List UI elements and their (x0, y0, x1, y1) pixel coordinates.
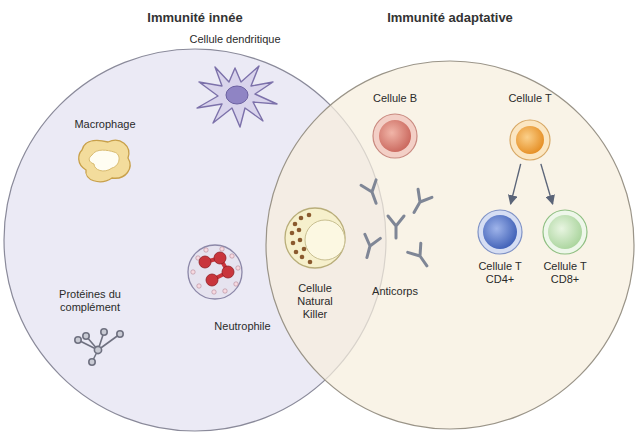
cell-label: Macrophage (74, 118, 135, 131)
cell-label: Protéines du complément (50, 288, 130, 314)
cd8-t-cell (543, 210, 587, 254)
cell-label: Cellule dendritique (189, 33, 280, 46)
differentiation-arrow (541, 164, 553, 204)
region-heading: Immunité adaptative (265, 10, 635, 26)
antibody (359, 180, 433, 271)
cd4-t-cell (478, 210, 522, 254)
antibody-label: Anticorps (372, 285, 418, 298)
cell-label: Cellule T CD4+ (470, 260, 530, 286)
neutrophil-cell (188, 245, 242, 299)
nk-cell (285, 208, 345, 268)
dendritic-cell (197, 66, 277, 127)
cell-label: Cellule T CD8+ (535, 260, 595, 286)
complement-protein (75, 329, 123, 365)
differentiation-arrow (511, 164, 521, 204)
complement-box: Protéines du complément (45, 288, 135, 368)
cell-label: Cellule Natural Killer (284, 282, 346, 321)
macrophage-cell (79, 140, 130, 182)
b-cell (373, 114, 417, 158)
region-heading: Immunité innée (3, 10, 387, 26)
cell-label: Cellule T (508, 92, 551, 105)
antibody-label: Anticorps (372, 285, 418, 298)
t-cell (510, 120, 550, 160)
cell-label: Neutrophile (214, 320, 270, 333)
cell-label: Cellule B (373, 92, 417, 105)
region-circle (266, 61, 634, 429)
